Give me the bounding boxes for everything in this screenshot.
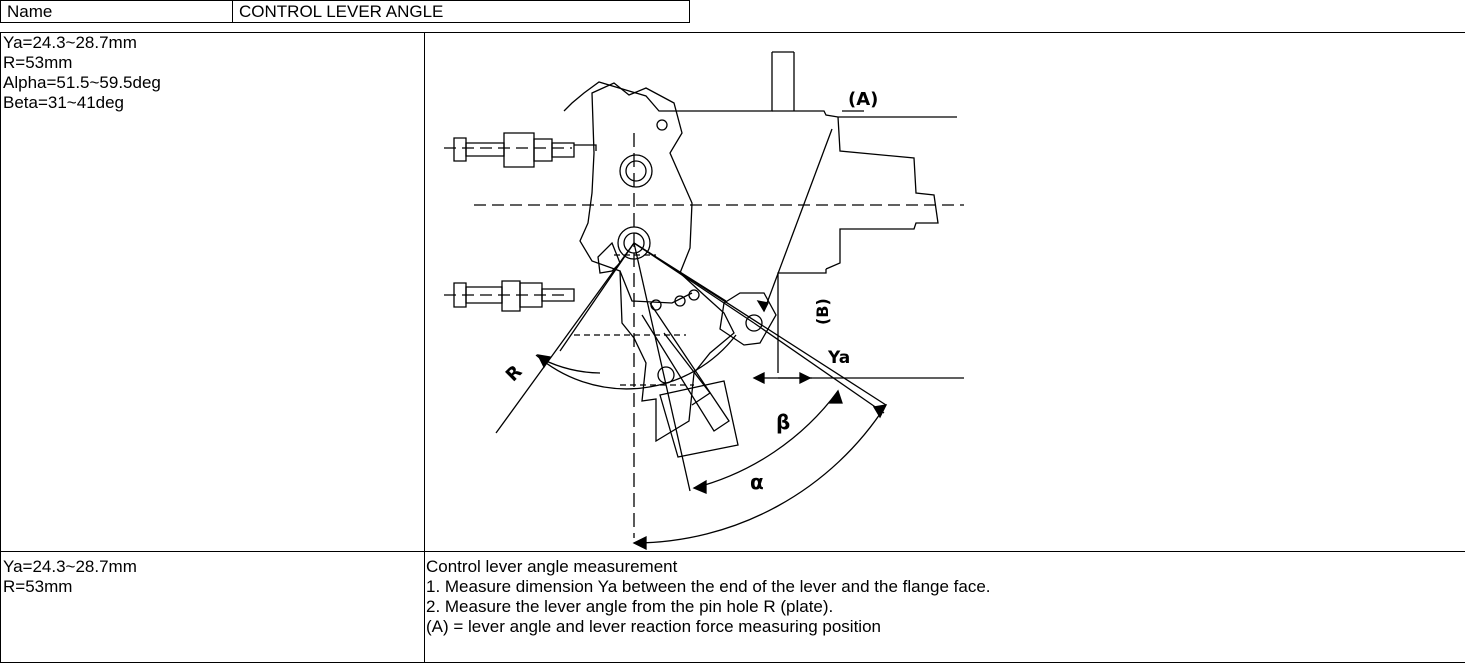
name-label-cell: Name [0, 0, 233, 23]
spec-ya-bottom: Ya=24.3~28.7mm [3, 557, 137, 576]
label-r: R [502, 361, 527, 386]
spec-r: R=53mm [3, 53, 73, 72]
spec-alpha: Alpha=51.5~59.5deg [3, 73, 161, 92]
description-title: Control lever angle measurement [426, 557, 678, 576]
label-beta: β [776, 410, 790, 434]
page-title: CONTROL LEVER ANGLE [239, 2, 444, 21]
label-alpha: α [750, 470, 764, 494]
title-cell: CONTROL LEVER ANGLE [232, 0, 690, 23]
label-a: (A) [848, 89, 878, 110]
spec-list-top: Ya=24.3~28.7mm R=53mm Alpha=51.5~59.5deg… [0, 32, 425, 552]
name-label: Name [7, 2, 53, 21]
label-b: (B) [813, 298, 832, 325]
lever-angle-diagram: (A) (B) Ya R β α [444, 51, 964, 551]
spec-list-bottom: Ya=24.3~28.7mm R=53mm [0, 551, 425, 663]
description-step-1: 1. Measure dimension Ya between the end … [426, 577, 991, 596]
spec-beta: Beta=31~41deg [3, 93, 125, 112]
description-cell: Control lever angle measurement 1. Measu… [424, 551, 1465, 663]
description-step-2: 2. Measure the lever angle from the pin … [426, 597, 834, 616]
figure-cell: (A) (B) Ya R β α [424, 32, 1465, 552]
description-note-a: (A) = lever angle and lever reaction for… [426, 617, 881, 636]
spec-ya: Ya=24.3~28.7mm [3, 33, 137, 52]
label-ya: Ya [827, 348, 850, 368]
spec-r-bottom: R=53mm [3, 577, 73, 596]
